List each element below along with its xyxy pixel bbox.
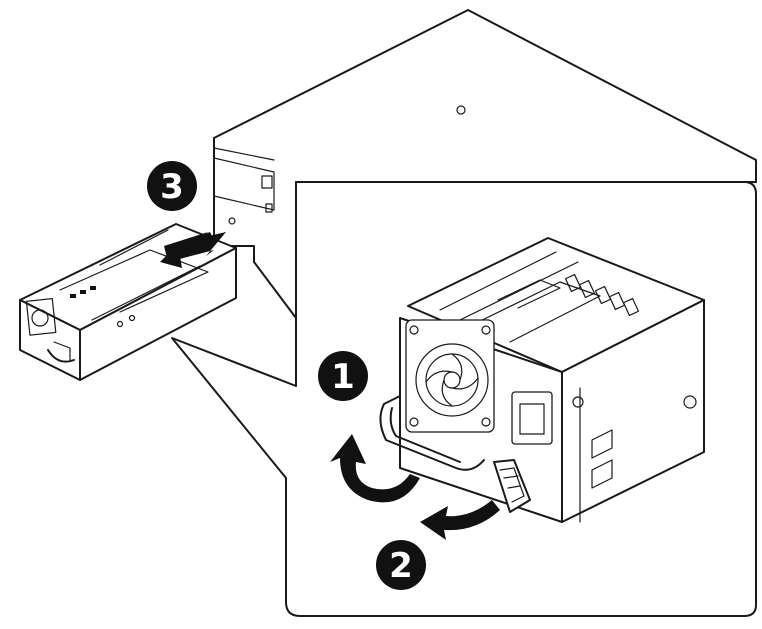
step-1-badge: 1 (318, 351, 368, 401)
svg-text:3: 3 (160, 167, 184, 207)
left-pull-arrow-icon (420, 500, 500, 540)
psu-handle (379, 395, 485, 471)
release-latch (493, 391, 553, 513)
counterclockwise-curved-arrow-icon (330, 434, 420, 503)
svg-text:1: 1 (331, 357, 355, 397)
step-2-badge: 2 (376, 540, 426, 590)
top-vent-grill (564, 273, 640, 317)
psu-module-detail (379, 237, 705, 523)
step-3-badge: 3 (147, 161, 197, 211)
fan-icon (405, 319, 495, 433)
svg-text:2: 2 (389, 546, 413, 586)
